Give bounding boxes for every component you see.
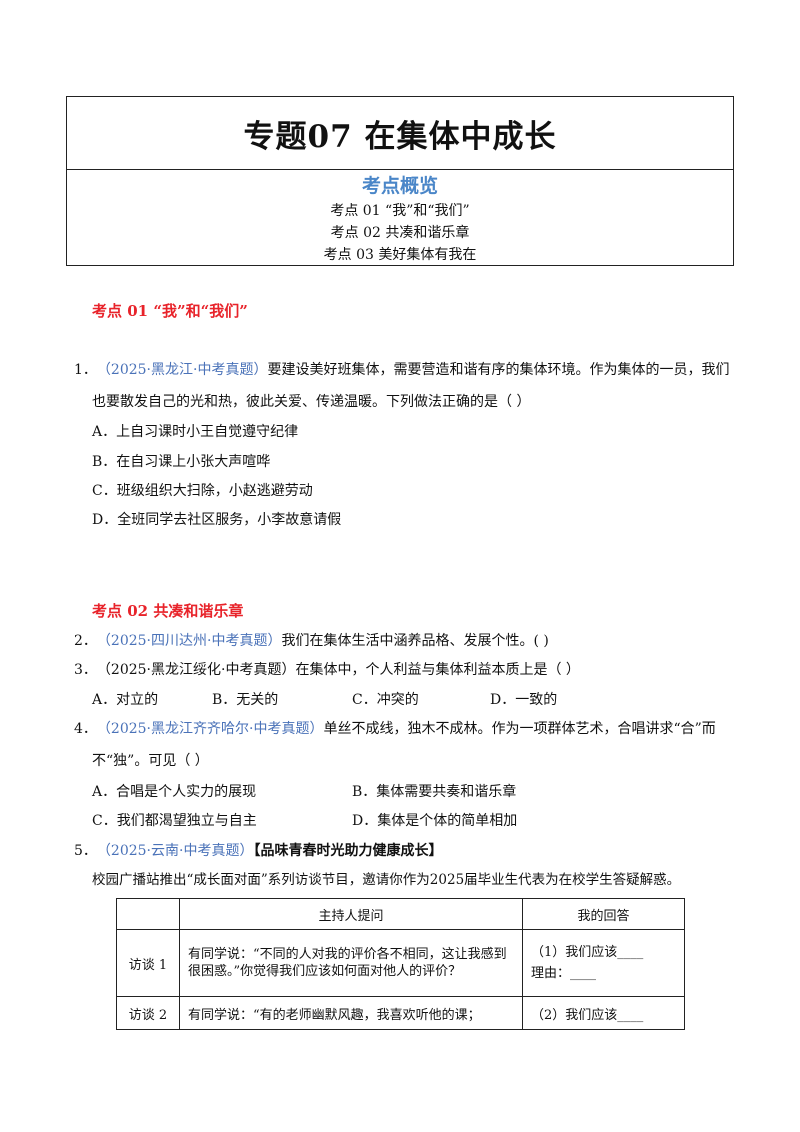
option-c: C．我们都渴望独立与自主 (92, 813, 257, 829)
option-b: B．无关的 (212, 692, 279, 708)
option-d: D．集体是个体的简单相加 (352, 813, 518, 829)
row-answer: （2）我们应该____ (522, 996, 685, 1030)
header-box: 专题07 在集体中成长 考点概览 考点 01 “我”和“我们” 考点 02 共凑… (66, 96, 734, 266)
row-question: 有同学说：“不同的人对我的评价各不相同，这让我感到很困惑。”你觉得我们应该如何面… (179, 929, 523, 997)
question-number: 3． (74, 662, 97, 678)
question-text: 要建设美好班集体，需要营造和谐有序的集体环境。作为集体的一员，我们 (267, 362, 730, 378)
option-d: D．全班同学去社区服务，小李故意请假 (92, 512, 342, 528)
table-header-cell: 我的回答 (522, 898, 685, 930)
option-a: A．合唱是个人实力的展现 (92, 784, 257, 800)
row-label: 访谈 1 (116, 929, 180, 997)
table-row: 访谈 1 有同学说：“不同的人对我的评价各不相同，这让我感到很困惑。”你觉得我们… (116, 929, 685, 997)
question-1-line2: 也要散发自己的光和热，彼此关爱、传递温暖。下列做法正确的是（ ） (92, 394, 531, 410)
question-3: 3．（2025·黑龙江绥化·中考真题）在集体中，个人利益与集体利益本质上是（ ） (74, 660, 580, 680)
row-label: 访谈 2 (116, 996, 180, 1030)
option-a: A．上自习课时小王自觉遵守纪律 (92, 424, 299, 440)
section-heading-1: 考点 01 “我”和“我们” (92, 302, 248, 320)
question-number: 1． (74, 362, 97, 378)
answer-blank[interactable]: （1）我们应该____ (531, 945, 644, 960)
reason-blank[interactable]: 理由：____ (531, 966, 597, 981)
option-c: C．冲突的 (352, 692, 419, 708)
overview-heading: 考点概览 (361, 175, 438, 197)
question-1: 1．（2025·黑龙江·中考真题）要建设美好班集体，需要营造和谐有序的集体环境。… (74, 360, 734, 380)
answer-blank[interactable]: （2）我们应该____ (531, 1007, 644, 1023)
question-source: （2025·黑龙江·中考真题） (96, 362, 268, 378)
overview: 考点概览 考点 01 “我”和“我们” 考点 02 共凑和谐乐章 考点 03 美… (67, 170, 733, 266)
table-row: 访谈 2 有同学说：“有的老师幽默风趣，我喜欢听他的课； （2）我们应该____ (116, 996, 685, 1030)
question-5-intro: 校园广播站推出“成长面对面”系列访谈节目，邀请你作为2025届毕业生代表为在校学… (92, 872, 681, 888)
question-topic: 【品味青春时光助力健康成长】 (253, 843, 443, 859)
interview-table: 主持人提问 我的回答 访谈 1 有同学说：“不同的人对我的评价各不相同，这让我感… (116, 898, 685, 1030)
table-header-row: 主持人提问 我的回答 (116, 898, 685, 930)
option-b: B．集体需要共奏和谐乐章 (352, 784, 517, 800)
question-2: 2．（2025·四川达州·中考真题）我们在集体生活中涵养品格、发展个性。( ) (74, 631, 549, 651)
question-text: 在集体中，个人利益与集体利益本质上是（ ） (295, 662, 580, 678)
overview-item-2: 考点 02 共凑和谐乐章 (330, 225, 470, 241)
question-4: 4．（2025·黑龙江齐齐哈尔·中考真题）单丝不成线，独木不成林。作为一项群体艺… (74, 719, 734, 739)
question-text: 我们在集体生活中涵养品格、发展个性。( ) (281, 633, 549, 649)
question-source: （2025·黑龙江绥化·中考真题） (96, 662, 296, 678)
question-number: 4． (74, 721, 97, 737)
question-source: （2025·云南·中考真题） (96, 843, 254, 859)
page-title: 专题07 在集体中成长 (67, 97, 733, 170)
question-number: 5． (74, 843, 97, 859)
question-source: （2025·黑龙江齐齐哈尔·中考真题） (96, 721, 324, 737)
table-header-cell (116, 898, 180, 930)
overview-item-1: 考点 01 “我”和“我们” (330, 203, 470, 219)
section-heading-2: 考点 02 共凑和谐乐章 (92, 602, 244, 620)
option-c: C．班级组织大扫除，小赵逃避劳动 (92, 483, 313, 499)
question-5: 5．（2025·云南·中考真题）【品味青春时光助力健康成长】 (74, 841, 442, 861)
option-b: B．在自习课上小张大声喧哗 (92, 454, 271, 470)
question-4-line2: 不“独”。可见（ ） (92, 753, 209, 769)
row-answer: （1）我们应该____ 理由：____ (522, 929, 685, 997)
overview-item-3: 考点 03 美好集体有我在 (323, 247, 477, 263)
question-text: 单丝不成线，独木不成林。作为一项群体艺术，合唱讲求“合”而 (323, 721, 716, 737)
table-header-cell: 主持人提问 (179, 898, 523, 930)
question-number: 2． (74, 633, 97, 649)
option-a: A．对立的 (92, 692, 159, 708)
row-question: 有同学说：“有的老师幽默风趣，我喜欢听他的课； (179, 996, 523, 1030)
option-d: D．一致的 (490, 692, 558, 708)
question-source: （2025·四川达州·中考真题） (96, 633, 282, 649)
